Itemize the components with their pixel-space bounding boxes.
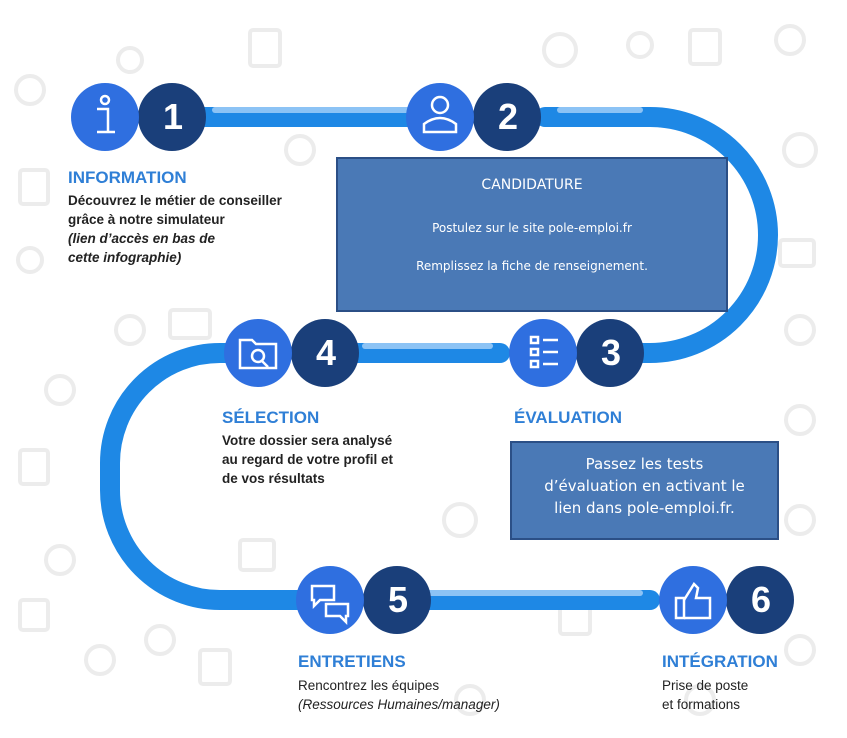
- desc-line-italic: (Ressources Humaines/manager): [298, 697, 500, 712]
- step-description-information: Découvrez le métier de conseiller grâce …: [68, 191, 282, 267]
- evaluation-box: Passez les tests d’évaluation en activan…: [510, 441, 779, 540]
- step-5-badge: [296, 566, 431, 634]
- desc-line: grâce à notre simulateur: [68, 212, 225, 227]
- background-pattern: [14, 24, 818, 716]
- step-4-badge: [224, 319, 359, 387]
- path-highlights: [212, 107, 643, 596]
- desc-line: Votre dossier sera analysé: [222, 433, 393, 448]
- step-2-badge: [406, 83, 541, 151]
- winding-path: [100, 107, 778, 610]
- user-icon: [422, 95, 458, 134]
- step-title-entretiens: ENTRETIENS: [298, 652, 406, 671]
- step-6-badge: [659, 566, 794, 634]
- desc-line: Découvrez le métier de conseiller: [68, 193, 282, 208]
- step-title-information: INFORMATION: [68, 168, 187, 187]
- chat-bubbles-icon: [310, 584, 350, 626]
- thumbs-up-icon: [674, 582, 712, 620]
- candidature-box-line: Remplissez la fiche de renseignement.: [416, 259, 648, 273]
- step-number: 5: [387, 579, 409, 620]
- evaluation-box-line: d’évaluation en activant le: [544, 477, 745, 495]
- info-icon: [97, 94, 115, 134]
- desc-line-italic: (lien d’accès en bas de: [68, 231, 216, 246]
- step-number: 6: [750, 579, 772, 620]
- candidature-box: CANDIDATURE Postulez sur le site pole-em…: [336, 157, 728, 312]
- step-title-evaluation: ÉVALUATION: [514, 408, 622, 427]
- step-number: 4: [315, 332, 337, 373]
- folder-search-icon: [238, 338, 278, 370]
- desc-line-italic: cette infographie): [68, 250, 182, 265]
- step-number: 3: [600, 332, 622, 373]
- step-title-integration: INTÉGRATION: [662, 652, 778, 671]
- desc-line: de vos résultats: [222, 471, 325, 486]
- candidature-box-title: CANDIDATURE: [481, 177, 583, 193]
- step-description-integration: Prise de poste et formations: [662, 676, 748, 714]
- step-number: 1: [162, 96, 184, 137]
- step-title-selection: SÉLECTION: [222, 408, 320, 427]
- step-number: 2: [497, 96, 519, 137]
- step-description-selection: Votre dossier sera analysé au regard de …: [222, 431, 393, 488]
- desc-line: Prise de poste: [662, 678, 749, 693]
- evaluation-box-line: lien dans pole-emploi.fr.: [554, 499, 735, 517]
- evaluation-box-line: Passez les tests: [585, 455, 704, 473]
- desc-line: au regard de votre profil et: [222, 452, 394, 467]
- desc-line: Rencontrez les équipes: [298, 678, 440, 693]
- step-description-entretiens: Rencontrez les équipes (Ressources Humai…: [298, 676, 500, 714]
- step-1-badge: [71, 83, 206, 151]
- step-3-badge: [509, 319, 644, 387]
- candidature-box-line: Postulez sur le site pole-emploi.fr: [432, 221, 632, 235]
- desc-line: et formations: [662, 697, 741, 712]
- checklist-icon: [529, 335, 558, 369]
